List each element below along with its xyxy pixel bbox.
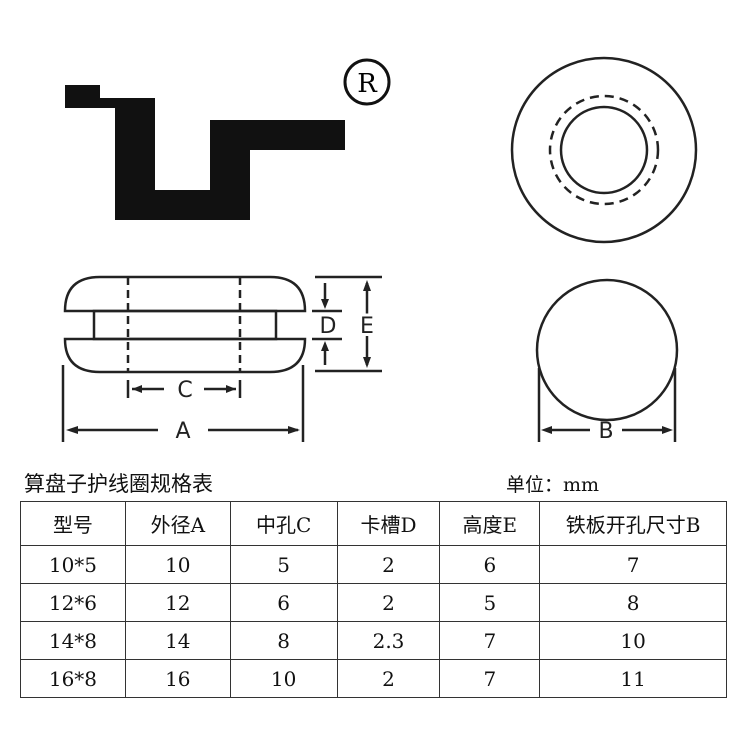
table-cell: 7	[439, 659, 541, 698]
unit-label: 单位：mm	[506, 474, 600, 496]
table-cell: 7	[439, 621, 541, 660]
table-cell: 5	[439, 583, 541, 622]
table-cell: 11	[539, 659, 727, 698]
header-cell: 中孔C	[229, 501, 338, 546]
header-cell: 高度E	[439, 501, 541, 546]
table-cell: 8	[229, 621, 338, 660]
header-cell: 卡槽D	[336, 501, 441, 546]
hole-view	[535, 278, 679, 442]
table-cell: 12	[124, 583, 231, 622]
label-b: B	[598, 419, 613, 444]
top-view	[510, 56, 698, 244]
header-cell: 型号	[20, 501, 126, 546]
table-cell: 6	[439, 545, 541, 584]
table-cell: 14	[124, 621, 231, 660]
side-view	[61, 275, 382, 442]
table-header-row: 型号 外径A 中孔C 卡槽D 高度E 铁板开孔尺寸B	[20, 501, 727, 546]
table-cell: 2	[336, 545, 441, 584]
table-cell: 10	[124, 545, 231, 584]
grommet-diagrams: R C A D E B	[61, 56, 698, 444]
table-cell: 2	[336, 583, 441, 622]
table-cell: 8	[539, 583, 727, 622]
table-cell: 12*6	[20, 583, 126, 622]
label-d: D	[320, 314, 337, 339]
table-cell: 5	[229, 545, 338, 584]
table-cell: 6	[229, 583, 338, 622]
registered-mark: R	[357, 69, 378, 99]
label-a: A	[175, 419, 190, 444]
label-e: E	[360, 314, 374, 339]
table-cell: 10*5	[20, 545, 126, 584]
hole-arrows	[541, 426, 673, 434]
label-c: C	[177, 378, 192, 403]
table-cell: 2.3	[336, 621, 441, 660]
table-title: 算盘子护线圈规格表	[24, 472, 213, 496]
table-cell: 16*8	[20, 659, 126, 698]
table-cell: 10	[229, 659, 338, 698]
table-cell: 16	[124, 659, 231, 698]
table-cell: 10	[539, 621, 727, 660]
header-cell: 铁板开孔尺寸B	[539, 501, 727, 546]
header-cell: 外径A	[124, 501, 231, 546]
brand-logo: R	[65, 58, 391, 220]
table-cell: 14*8	[20, 621, 126, 660]
table-cell: 2	[336, 659, 441, 698]
dimension-arrows	[66, 280, 371, 434]
table-cell: 7	[539, 545, 727, 584]
